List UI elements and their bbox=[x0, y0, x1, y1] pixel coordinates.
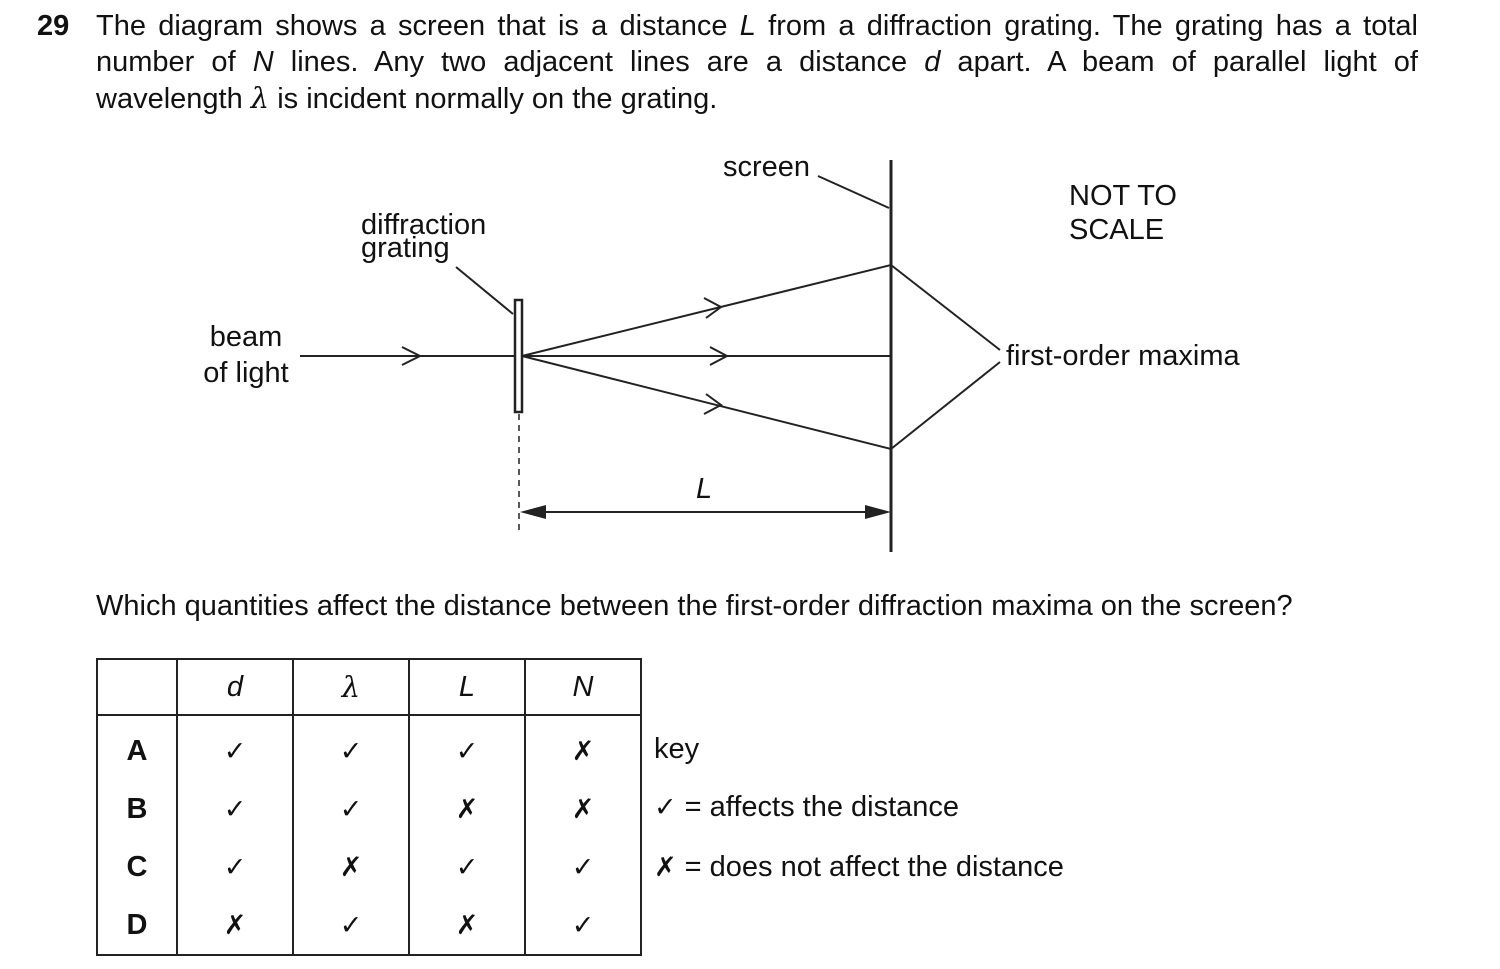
table-row[interactable]: B ✓ ✓ ✗ ✗ bbox=[96, 780, 642, 838]
header-d: d bbox=[176, 659, 294, 716]
ray-upper bbox=[521, 264, 892, 357]
stem-line-3: wavelength λ is incident normally on the… bbox=[96, 81, 718, 115]
cell-mark: ✓ bbox=[176, 780, 294, 838]
cell-mark: ✓ bbox=[524, 896, 642, 955]
cell-mark: ✗ bbox=[524, 715, 642, 780]
table-row[interactable]: D ✗ ✓ ✗ ✓ bbox=[96, 896, 642, 955]
cell-mark: ✗ bbox=[524, 780, 642, 838]
option-label-a[interactable]: A bbox=[96, 715, 178, 780]
key-cross-entry: ✗ = does not affect the distance bbox=[654, 850, 1064, 885]
header-L: L bbox=[408, 659, 526, 716]
symbol-L: L bbox=[739, 10, 756, 42]
ray-lower bbox=[521, 355, 892, 450]
screen-label: screen bbox=[723, 151, 811, 183]
options-table: d λ L N A ✓ ✓ ✓ ✗ B ✓ ✓ ✗ ✗ C ✓ ✗ ✓ ✓ D bbox=[96, 658, 642, 956]
beam-label: beam of light bbox=[200, 319, 292, 391]
incident-beam-arrow bbox=[401, 346, 423, 366]
key-cross-text: = does not affect the distance bbox=[676, 851, 1064, 883]
question-stem: The diagram shows a screen that is a dis… bbox=[96, 8, 1418, 117]
not-to-scale-line-1: NOT TO bbox=[1069, 180, 1177, 212]
first-order-maxima-label: first-order maxima bbox=[1006, 340, 1240, 372]
ray-upper-arrow bbox=[703, 297, 723, 319]
grating-label-line-1: diffraction bbox=[361, 209, 487, 241]
option-label-b[interactable]: B bbox=[96, 780, 178, 838]
header-N: N bbox=[524, 659, 642, 716]
grating-label: diffraction grating bbox=[361, 209, 487, 264]
distance-arrow-head-right bbox=[865, 505, 891, 519]
screen-leader bbox=[817, 175, 890, 209]
beam-label-line-2: of light bbox=[203, 357, 289, 389]
stem-line-2: number of N lines. Any two adjacent line… bbox=[96, 46, 1418, 78]
cell-mark: ✗ bbox=[408, 780, 526, 838]
cell-mark: ✓ bbox=[176, 715, 294, 780]
cell-mark: ✗ bbox=[408, 896, 526, 955]
distance-arrow-head-left bbox=[520, 505, 546, 519]
not-to-scale-line-2: SCALE bbox=[1069, 214, 1165, 246]
question-number: 29 bbox=[37, 10, 70, 42]
question-prompt: Which quantities affect the distance bet… bbox=[96, 590, 1293, 622]
symbol-N: N bbox=[252, 46, 274, 78]
beam-label-line-1: beam bbox=[209, 321, 283, 353]
grating bbox=[513, 298, 524, 414]
key-tick-entry: ✓ = affects the distance bbox=[654, 790, 1064, 825]
option-label-c[interactable]: C bbox=[96, 838, 178, 896]
maxima-leader-upper bbox=[890, 264, 1001, 351]
table-header-row: d λ L N bbox=[96, 659, 642, 716]
cell-mark: ✓ bbox=[408, 715, 526, 780]
cell-mark: ✓ bbox=[176, 838, 294, 896]
stem-line-1: The diagram shows a screen that is a dis… bbox=[96, 10, 1418, 42]
header-blank bbox=[96, 659, 178, 716]
maxima-leader-lower bbox=[890, 361, 1001, 450]
cell-mark: ✓ bbox=[524, 838, 642, 896]
not-to-scale-label: NOT TO SCALE bbox=[1069, 179, 1177, 247]
grating-label-line-2: grating bbox=[361, 232, 450, 264]
symbol-d: d bbox=[924, 46, 941, 78]
distance-L-label: L bbox=[696, 473, 713, 505]
ray-central-arrow bbox=[709, 346, 730, 366]
key: key ✓ = affects the distance ✗ = does no… bbox=[654, 732, 1064, 885]
ray-lower-arrow bbox=[703, 393, 723, 415]
key-tick-text: = affects the distance bbox=[676, 791, 960, 823]
symbol-lambda: λ bbox=[250, 81, 270, 115]
cell-mark: ✗ bbox=[292, 838, 410, 896]
header-lambda: λ bbox=[292, 659, 410, 716]
option-label-d[interactable]: D bbox=[96, 896, 178, 955]
grating-leader bbox=[455, 266, 514, 315]
table-row[interactable]: A ✓ ✓ ✓ ✗ bbox=[96, 715, 642, 780]
tick-icon: ✓ bbox=[654, 792, 677, 823]
cell-mark: ✗ bbox=[176, 896, 294, 955]
cell-mark: ✓ bbox=[292, 780, 410, 838]
cell-mark: ✓ bbox=[408, 838, 526, 896]
key-title: key bbox=[654, 733, 700, 765]
cell-mark: ✓ bbox=[292, 715, 410, 780]
table-row[interactable]: C ✓ ✗ ✓ ✓ bbox=[96, 838, 642, 896]
cell-mark: ✓ bbox=[292, 896, 410, 955]
cross-icon: ✗ bbox=[654, 852, 677, 883]
